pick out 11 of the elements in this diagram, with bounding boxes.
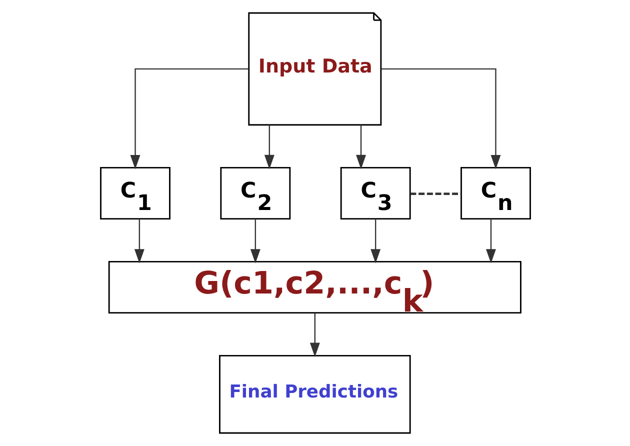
arrow: [380, 68, 500, 170]
arrow: [264, 124, 274, 170]
arrow: [134, 218, 144, 264]
arrow: [309, 313, 320, 358]
node-box: Final Predictions: [218, 354, 410, 434]
arrow: [370, 218, 380, 264]
arrow: [356, 124, 366, 170]
arrow: [130, 68, 248, 170]
arrow: [250, 218, 260, 264]
arrow: [485, 218, 496, 264]
connector: [410, 192, 461, 196]
